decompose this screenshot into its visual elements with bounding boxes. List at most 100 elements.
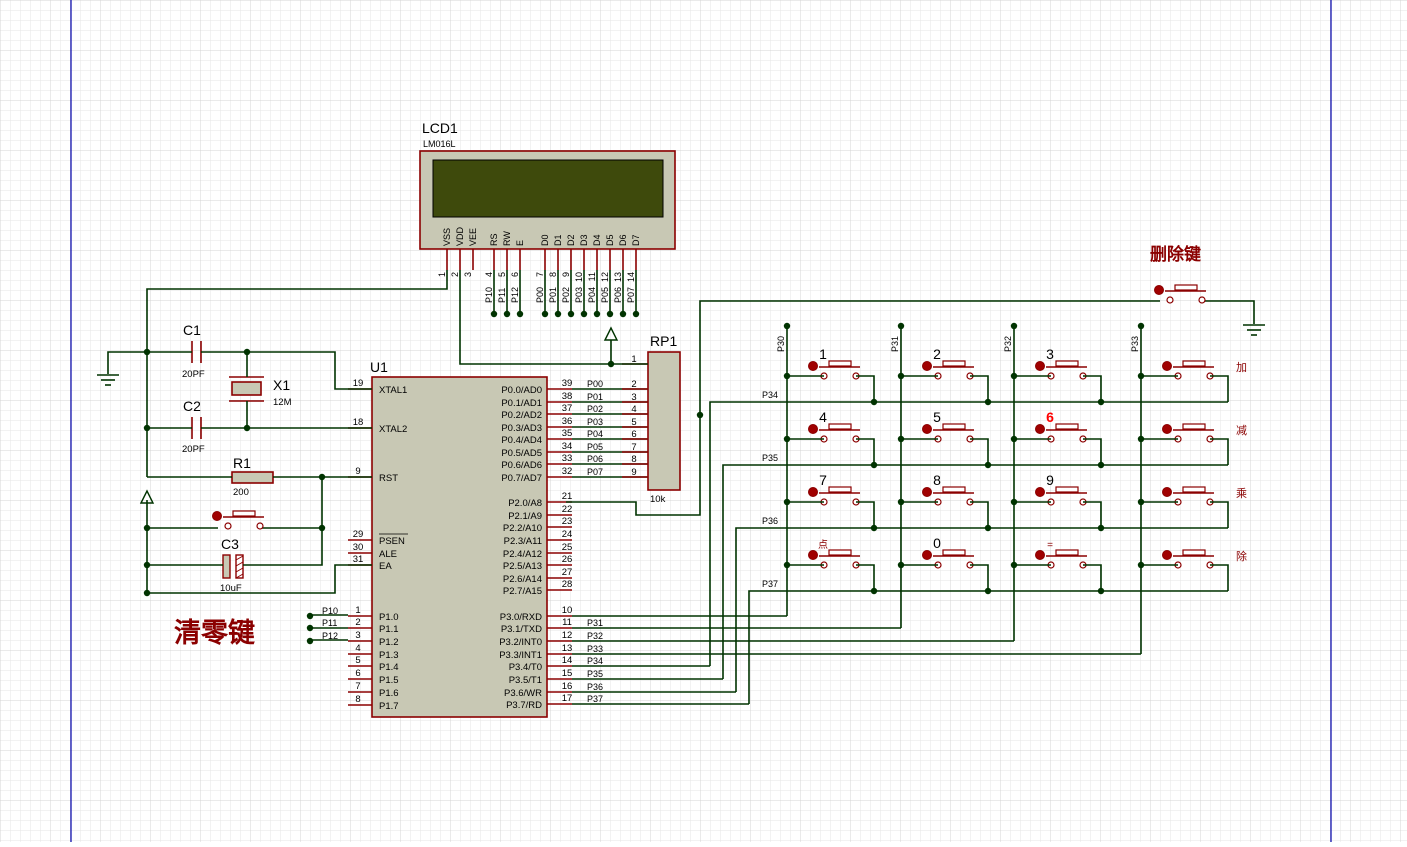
- capacitor-c3[interactable]: C3 10uF: [220, 536, 244, 594]
- mcu-pin-name: PSEN: [379, 536, 405, 547]
- btn-row-wire: [856, 375, 875, 402]
- mcu-pin-number: 31: [353, 554, 364, 565]
- mcu-pin-name: P2.2/A10: [503, 523, 542, 534]
- button-actuator: [1162, 550, 1172, 560]
- button-cap: [828, 486, 852, 493]
- clear-key-button[interactable]: [212, 510, 265, 530]
- rp1-value: 10k: [650, 494, 666, 505]
- p1-net-label: P12: [322, 631, 338, 641]
- button-cap: [1182, 423, 1206, 430]
- mcu-pin-number: 10: [562, 605, 573, 616]
- lcd-pin-number: 4: [484, 272, 494, 277]
- mcu-pin-number: 32: [562, 466, 573, 477]
- delete-key[interactable]: [1154, 284, 1207, 304]
- delete-key-button[interactable]: [1154, 284, 1207, 304]
- junction: [783, 498, 791, 506]
- mcu-pin-name: P1.7: [379, 701, 399, 712]
- mcu-pin-name: RST: [379, 473, 398, 484]
- lcd-pin-name: RS: [489, 233, 499, 246]
- mcu-pin-name: P3.7/RD: [506, 700, 542, 711]
- crystal-x1[interactable]: X1 12M: [229, 376, 292, 408]
- junction: [1010, 435, 1018, 443]
- mcu-pin-number: 1: [355, 605, 360, 616]
- lcd-pin-name: VEE: [468, 228, 478, 246]
- junction: [1097, 587, 1105, 595]
- lcd-pin-number: 5: [497, 272, 507, 277]
- button-actuator: [1035, 361, 1045, 371]
- lcd-pin-number: 3: [463, 272, 473, 277]
- mcu-u1[interactable]: U1 19XTAL118XTAL29RST29PSEN30ALE31EA1P1.…: [306, 359, 648, 718]
- p3-net-label: P34: [587, 656, 603, 666]
- col-top-dot: [783, 322, 791, 330]
- key-label: 点: [818, 539, 828, 551]
- button-cap: [942, 549, 966, 556]
- key-label: 4: [819, 409, 827, 425]
- keypad-button[interactable]: [922, 486, 975, 506]
- junction: [318, 473, 326, 481]
- p0-net-label: P02: [587, 404, 603, 414]
- mcu-pin-name: P0.7/AD7: [501, 473, 542, 484]
- keypad-button[interactable]: [1162, 360, 1215, 380]
- p0-net-label: P04: [587, 429, 603, 439]
- button-actuator: [808, 487, 818, 497]
- junction: [783, 372, 791, 380]
- button-cap: [1055, 486, 1079, 493]
- button-actuator: [808, 424, 818, 434]
- clear-key[interactable]: [212, 510, 265, 530]
- button-actuator: [922, 550, 932, 560]
- p0-net-label: P03: [587, 417, 603, 427]
- btn-row-wire: [1083, 564, 1102, 591]
- mcu-pin-number: 9: [355, 466, 360, 477]
- rp1-pin-number: 3: [631, 392, 636, 403]
- keypad-button[interactable]: [922, 423, 975, 443]
- mcu-pin-name: P0.2/AD2: [501, 410, 542, 421]
- mcu-pin-name: P3.2/INT0: [499, 637, 542, 648]
- lcd-display[interactable]: LCD1 LM016L VSS1VDD2VEE3RS4RW5E6D07D18D2…: [419, 120, 676, 318]
- x1-value: 12M: [273, 397, 292, 408]
- junction: [143, 348, 151, 356]
- mcu-ref: U1: [370, 359, 388, 375]
- mcu-pin-name: P2.4/A12: [503, 549, 542, 560]
- lcd-pin-number: 7: [535, 272, 545, 277]
- col-net-label: P32: [1003, 336, 1013, 352]
- junction: [243, 348, 251, 356]
- junction: [984, 587, 992, 595]
- keypad-button[interactable]: [1035, 360, 1088, 380]
- keypad-button[interactable]: [922, 549, 975, 569]
- keypad-button[interactable]: [1035, 423, 1088, 443]
- junction: [870, 461, 878, 469]
- mcu-pin-name: P2.7/A15: [503, 586, 542, 597]
- keypad-button[interactable]: [1162, 549, 1215, 569]
- button-actuator: [1035, 487, 1045, 497]
- lcd-net-label: P10: [484, 287, 494, 303]
- lcd-pin-number: 2: [450, 272, 460, 277]
- mcu-pin-number: 2: [355, 617, 360, 628]
- keypad-button[interactable]: [808, 423, 861, 443]
- mcu-pin-number: 36: [562, 416, 573, 427]
- mcu-pin-number: 29: [353, 529, 364, 540]
- junction: [1010, 561, 1018, 569]
- lcd-pins: VSS1VDD2VEE3RS4RW5E6D07D18D29D310D411D51…: [437, 226, 641, 318]
- junction: [897, 372, 905, 380]
- mcu-pin-name: P0.4/AD4: [501, 435, 542, 446]
- p1-net-label: P11: [322, 618, 337, 628]
- c3-ref: C3: [221, 536, 239, 552]
- button-actuator: [922, 361, 932, 371]
- key-label: 5: [933, 409, 941, 425]
- lcd-pin-number: 10: [574, 272, 584, 282]
- mcu-pin-number: 8: [355, 694, 360, 705]
- mcu-pin-name: P2.6/A14: [503, 574, 542, 585]
- button-contact: [224, 522, 232, 530]
- mcu-pin-number: 6: [355, 668, 360, 679]
- col-net-label: P33: [1130, 336, 1140, 352]
- mcu-pin-number: 39: [562, 378, 573, 389]
- button-actuator: [1035, 550, 1045, 560]
- rp1-pin-number: 6: [631, 429, 636, 440]
- rp1-ref: RP1: [650, 333, 677, 349]
- mcu-pin-name: P0.1/AD1: [501, 398, 542, 409]
- col-top-dot: [1137, 322, 1145, 330]
- button-actuator: [922, 487, 932, 497]
- button-cap: [1055, 549, 1079, 556]
